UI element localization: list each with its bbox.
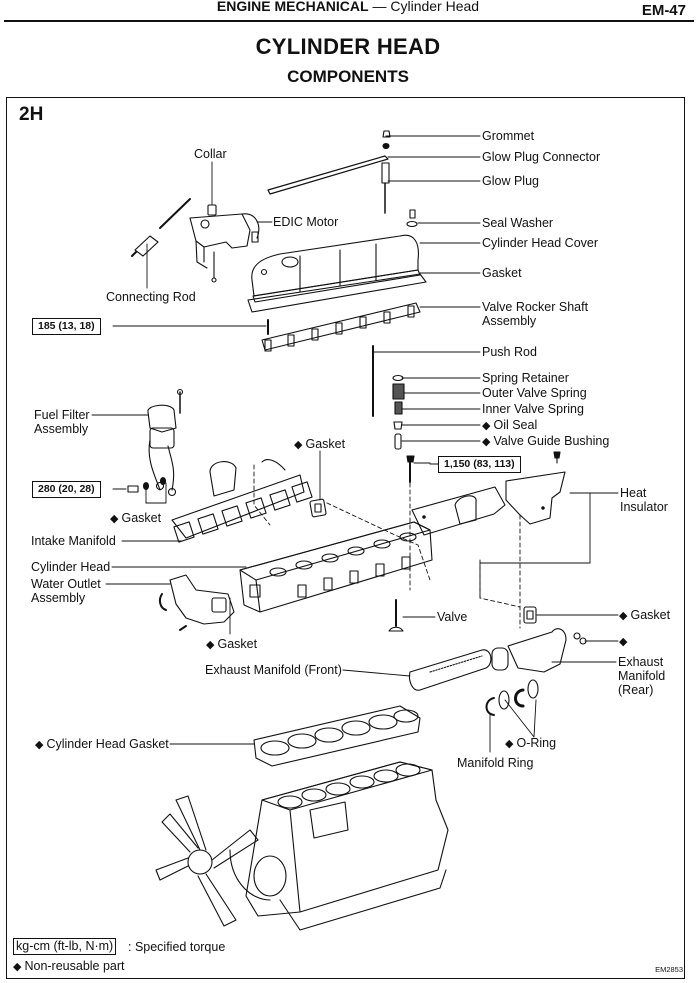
header-rule <box>4 20 694 22</box>
non-reusable-icon: ◆ <box>206 639 215 651</box>
label-gasket-exhaust-text: Gasket <box>630 608 671 622</box>
engine-model-label: 2H <box>19 104 44 125</box>
label-exhaust-manifold-front: Exhaust Manifold (Front) <box>205 663 342 677</box>
non-reusable-icon: ◆ <box>35 739 44 751</box>
label-push-rod: Push Rod <box>482 345 537 359</box>
label-grommet: Grommet <box>482 129 535 143</box>
valve-art <box>388 599 404 632</box>
torque-unit-legend: kg-cm (ft-lb, N·m) <box>13 938 117 955</box>
valve-train-art <box>372 345 561 483</box>
page-number: EM-47 <box>641 2 686 19</box>
cylinder-head-cover-art <box>247 234 427 313</box>
fuel-filter-art <box>127 388 184 497</box>
label-fuel-filter-assembly: Fuel Filter Assembly <box>34 408 90 436</box>
label-manifold-ring: Manifold Ring <box>457 756 534 770</box>
label-seal-washer: Seal Washer <box>482 216 554 230</box>
label-gasket-water-text: Gasket <box>217 637 258 651</box>
label-gasket-fuel-text: Gasket <box>121 511 162 525</box>
label-exhaust-manifold-rear: Exhaust Manifold (Rear) <box>618 655 666 697</box>
label-o-ring: ◆O-Ring <box>505 736 556 751</box>
non-reusable-icon: ◆ <box>110 513 119 525</box>
torque-fuel-filter: 280 (20, 28) <box>32 481 101 498</box>
torque-head-bolt: 1,150 (83, 113) <box>438 456 521 473</box>
page-title: CYLINDER HEAD <box>255 34 441 59</box>
label-edic-motor: EDIC Motor <box>273 215 339 229</box>
rocker-shaft-art <box>261 302 421 352</box>
leader-lines <box>91 135 619 753</box>
non-reusable-icon: ◆ <box>482 420 491 432</box>
water-outlet-art <box>158 574 235 631</box>
label-valve: Valve <box>437 610 468 624</box>
section-subname: — Cylinder Head <box>368 0 480 14</box>
page-subtitle: COMPONENTS <box>287 67 409 86</box>
connecting-rod-art <box>131 198 191 257</box>
label-valve-guide-bushing: ◆Valve Guide Bushing <box>482 434 609 449</box>
label-glow-plug-connector: Glow Plug Connector <box>482 150 601 164</box>
label-gasket-intake-text: Gasket <box>305 437 346 451</box>
exhaust-manifold-art <box>408 628 587 691</box>
intake-manifold-art <box>171 459 327 543</box>
label-water-outlet-assembly: Water Outlet Assembly <box>31 577 101 605</box>
glow-plug-art <box>267 130 418 228</box>
figure-code: EM2853 <box>655 965 683 974</box>
label-gasket-intake: ◆Gasket <box>294 437 345 452</box>
label-glow-plug: Glow Plug <box>482 174 539 188</box>
non-reusable-icon: ◆ <box>505 738 514 750</box>
leader-exhaust-front <box>342 669 411 677</box>
label-gasket-fuel: ◆Gasket <box>110 511 161 526</box>
torque-legend-description: : Specified torque <box>128 940 226 954</box>
label-cylinder-head-gasket-text: Cylinder Head Gasket <box>46 737 169 751</box>
label-gasket-cover: Gasket <box>482 266 522 280</box>
non-reusable-icon: ◆ <box>13 961 22 973</box>
label-intake-manifold: Intake Manifold <box>31 534 116 548</box>
label-o-ring-text: O-Ring <box>516 736 557 750</box>
label-cylinder-head: Cylinder Head <box>31 560 111 574</box>
label-oil-seal-text: Oil Seal <box>493 418 538 432</box>
diagram-frame <box>6 97 685 979</box>
cylinder-head-gasket-art <box>253 705 421 767</box>
non-reusable-icon: ◆ <box>482 436 491 448</box>
non-reusable-legend-text: Non-reusable part <box>24 959 125 973</box>
label-cylinder-head-cover: Cylinder Head Cover <box>482 236 599 250</box>
engine-block-art <box>155 761 449 931</box>
label-exhaust-nut: ◆ <box>619 634 630 649</box>
section-header: ENGINE MECHANICAL — Cylinder Head <box>0 0 696 14</box>
label-collar: Collar <box>194 147 227 161</box>
non-reusable-icon: ◆ <box>619 636 628 648</box>
heat-insulator-art <box>411 471 566 536</box>
label-inner-valve-spring: Inner Valve Spring <box>482 402 584 416</box>
label-connecting-rod: Connecting Rod <box>106 290 196 304</box>
label-outer-valve-spring: Outer Valve Spring <box>482 386 587 400</box>
cylinder-head-art <box>239 521 433 613</box>
exhaust-gasket-art <box>523 606 537 624</box>
label-oil-seal: ◆Oil Seal <box>482 418 537 433</box>
non-reusable-icon: ◆ <box>294 439 303 451</box>
edic-motor-art <box>189 204 260 283</box>
non-reusable-icon: ◆ <box>619 610 628 622</box>
fan-art <box>155 795 259 927</box>
o-ring-art <box>485 679 539 716</box>
label-valve-rocker-shaft: Valve Rocker Shaft Assembly <box>482 300 589 328</box>
torque-rocker-shaft: 185 (13, 18) <box>32 318 101 335</box>
leader-torque-1150 <box>413 462 439 465</box>
label-gasket-water: ◆Gasket <box>206 637 257 652</box>
label-gasket-exhaust: ◆Gasket <box>619 608 670 623</box>
label-cylinder-head-gasket: ◆Cylinder Head Gasket <box>35 737 169 752</box>
label-valve-guide-bushing-text: Valve Guide Bushing <box>493 434 610 448</box>
label-heat-insulator: Heat Insulator <box>620 486 668 514</box>
section-name: ENGINE MECHANICAL <box>216 0 369 14</box>
leader-heat-insulator-a <box>479 492 591 599</box>
non-reusable-legend: ◆Non-reusable part <box>13 959 125 973</box>
label-spring-retainer: Spring Retainer <box>482 371 569 385</box>
leader-o-ring <box>504 699 537 738</box>
